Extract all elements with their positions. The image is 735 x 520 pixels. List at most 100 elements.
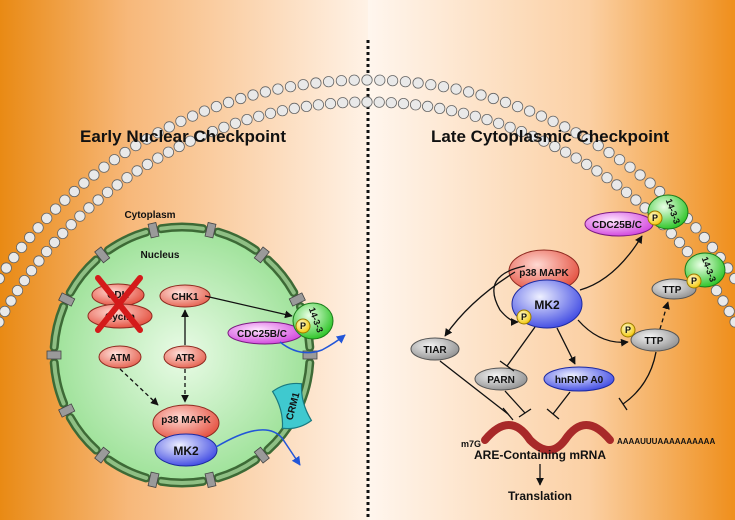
tiar-label: TIAR [423, 345, 447, 356]
arrow-mk2-to-parn [506, 326, 536, 367]
nuclear-pore [94, 246, 111, 264]
lipid-head [475, 89, 487, 101]
envelope-segment-highlight [106, 457, 149, 480]
ttp-top-node [651, 278, 697, 300]
mk2-right-label: MK2 [534, 298, 560, 312]
lipid-head [559, 146, 572, 158]
lipid-head [673, 236, 686, 248]
lipid-head [706, 241, 719, 253]
lipid-head [187, 110, 199, 122]
lipid-head [141, 158, 153, 170]
phospho-ttp-top [686, 273, 702, 289]
lipid-head [681, 246, 694, 258]
lipid-head [710, 284, 723, 297]
lipid-head [241, 114, 253, 126]
lipid-head [547, 115, 559, 127]
nuclear-pore [58, 403, 76, 418]
lipid-head [450, 83, 462, 95]
envelope-segment-highlight [52, 304, 66, 350]
lipid-head [373, 96, 385, 108]
right-title: Late Cytoplasmic Checkpoint [431, 127, 669, 146]
lipid-head [131, 165, 143, 177]
inhibit-tiar-mrna-bar [502, 407, 514, 421]
lipid-head [409, 99, 422, 111]
p38-left-label: p38 MAPK [161, 415, 211, 426]
lipid-head [173, 140, 185, 153]
inhibit-hnrnp-mrna [552, 391, 571, 415]
lipid-head [644, 177, 656, 189]
lipid-head [175, 115, 187, 127]
ttp-top-label: TTP [663, 285, 682, 296]
lipid-head [57, 227, 69, 239]
lipid-head [88, 169, 100, 181]
lipid-head [665, 227, 677, 239]
lipid-head [523, 105, 536, 117]
lipid-head [0, 316, 5, 328]
lipid-head [300, 100, 312, 113]
lipid-head [195, 130, 207, 142]
nuclear-pore [288, 292, 306, 307]
inhibit-tiar-mrna [439, 360, 509, 415]
lipid-head [310, 77, 322, 89]
lipid-head [40, 246, 53, 258]
lipid-head [24, 231, 36, 244]
lipid-head [481, 114, 493, 126]
lipid-head [111, 179, 123, 191]
mrna-label: ARE-Containing mRNA [474, 448, 606, 462]
lipid-head [591, 165, 603, 177]
arrow-mk2-to-hnrnp [556, 327, 576, 365]
lipid-head [335, 75, 347, 87]
lipid-head [163, 121, 175, 133]
lipid-head [229, 117, 241, 129]
envelope-segment-highlight [68, 257, 99, 295]
lipid-head [5, 295, 17, 307]
lipid-head [581, 133, 593, 145]
left-title: Early Nuclear Checkpoint [80, 127, 286, 146]
arrow-ttp-to-ttp1433 [659, 301, 670, 330]
lipid-head [469, 110, 481, 122]
atm-node [98, 345, 142, 369]
lipid-head [264, 107, 277, 119]
parn-node [474, 367, 528, 391]
lipid-head [499, 96, 512, 109]
lipid-head [634, 169, 646, 181]
inhibit-parn-mrna [504, 390, 526, 414]
lipid-head [8, 252, 20, 264]
lipid-head [445, 105, 458, 117]
lipid-head [385, 97, 397, 109]
lipid-head [108, 154, 121, 166]
lipid-head [603, 146, 615, 159]
lipid-head [690, 222, 702, 234]
lipid-head [130, 140, 142, 152]
nuclear-pore [147, 471, 160, 488]
lipid-head [11, 284, 24, 297]
lipid-head [49, 203, 62, 215]
lipid-head [515, 126, 528, 138]
lipid-head [570, 127, 582, 139]
lipid-head [613, 154, 626, 166]
phospho-left-cdc25-label: P [300, 321, 306, 331]
ttp-mid-label: TTP [645, 336, 664, 347]
lipid-head [210, 101, 222, 113]
lipid-head [206, 126, 219, 138]
arrow-mk2-export [215, 429, 301, 466]
lipid-head [434, 102, 446, 115]
lipid-head [361, 96, 373, 108]
mrna-cap-label: m7G [461, 439, 481, 449]
phospho-mk2 [516, 309, 532, 325]
lipid-head [527, 130, 539, 142]
phospho-ttp-top-label: P [691, 276, 697, 286]
lipid-head [570, 152, 582, 164]
lipid-head [162, 146, 174, 158]
phospho-left-cdc25 [295, 318, 311, 334]
lipid-head [32, 222, 44, 234]
envelope-segment-highlight [159, 225, 205, 231]
parn-label: PARN [487, 375, 515, 386]
arrow-p38-to-tiar [444, 271, 516, 337]
envelope-segment-highlight [265, 257, 296, 295]
lipid-head [272, 83, 284, 95]
envelope-segment-highlight [215, 457, 258, 480]
lipid-head [386, 75, 399, 87]
nuclear-pore [147, 222, 160, 239]
